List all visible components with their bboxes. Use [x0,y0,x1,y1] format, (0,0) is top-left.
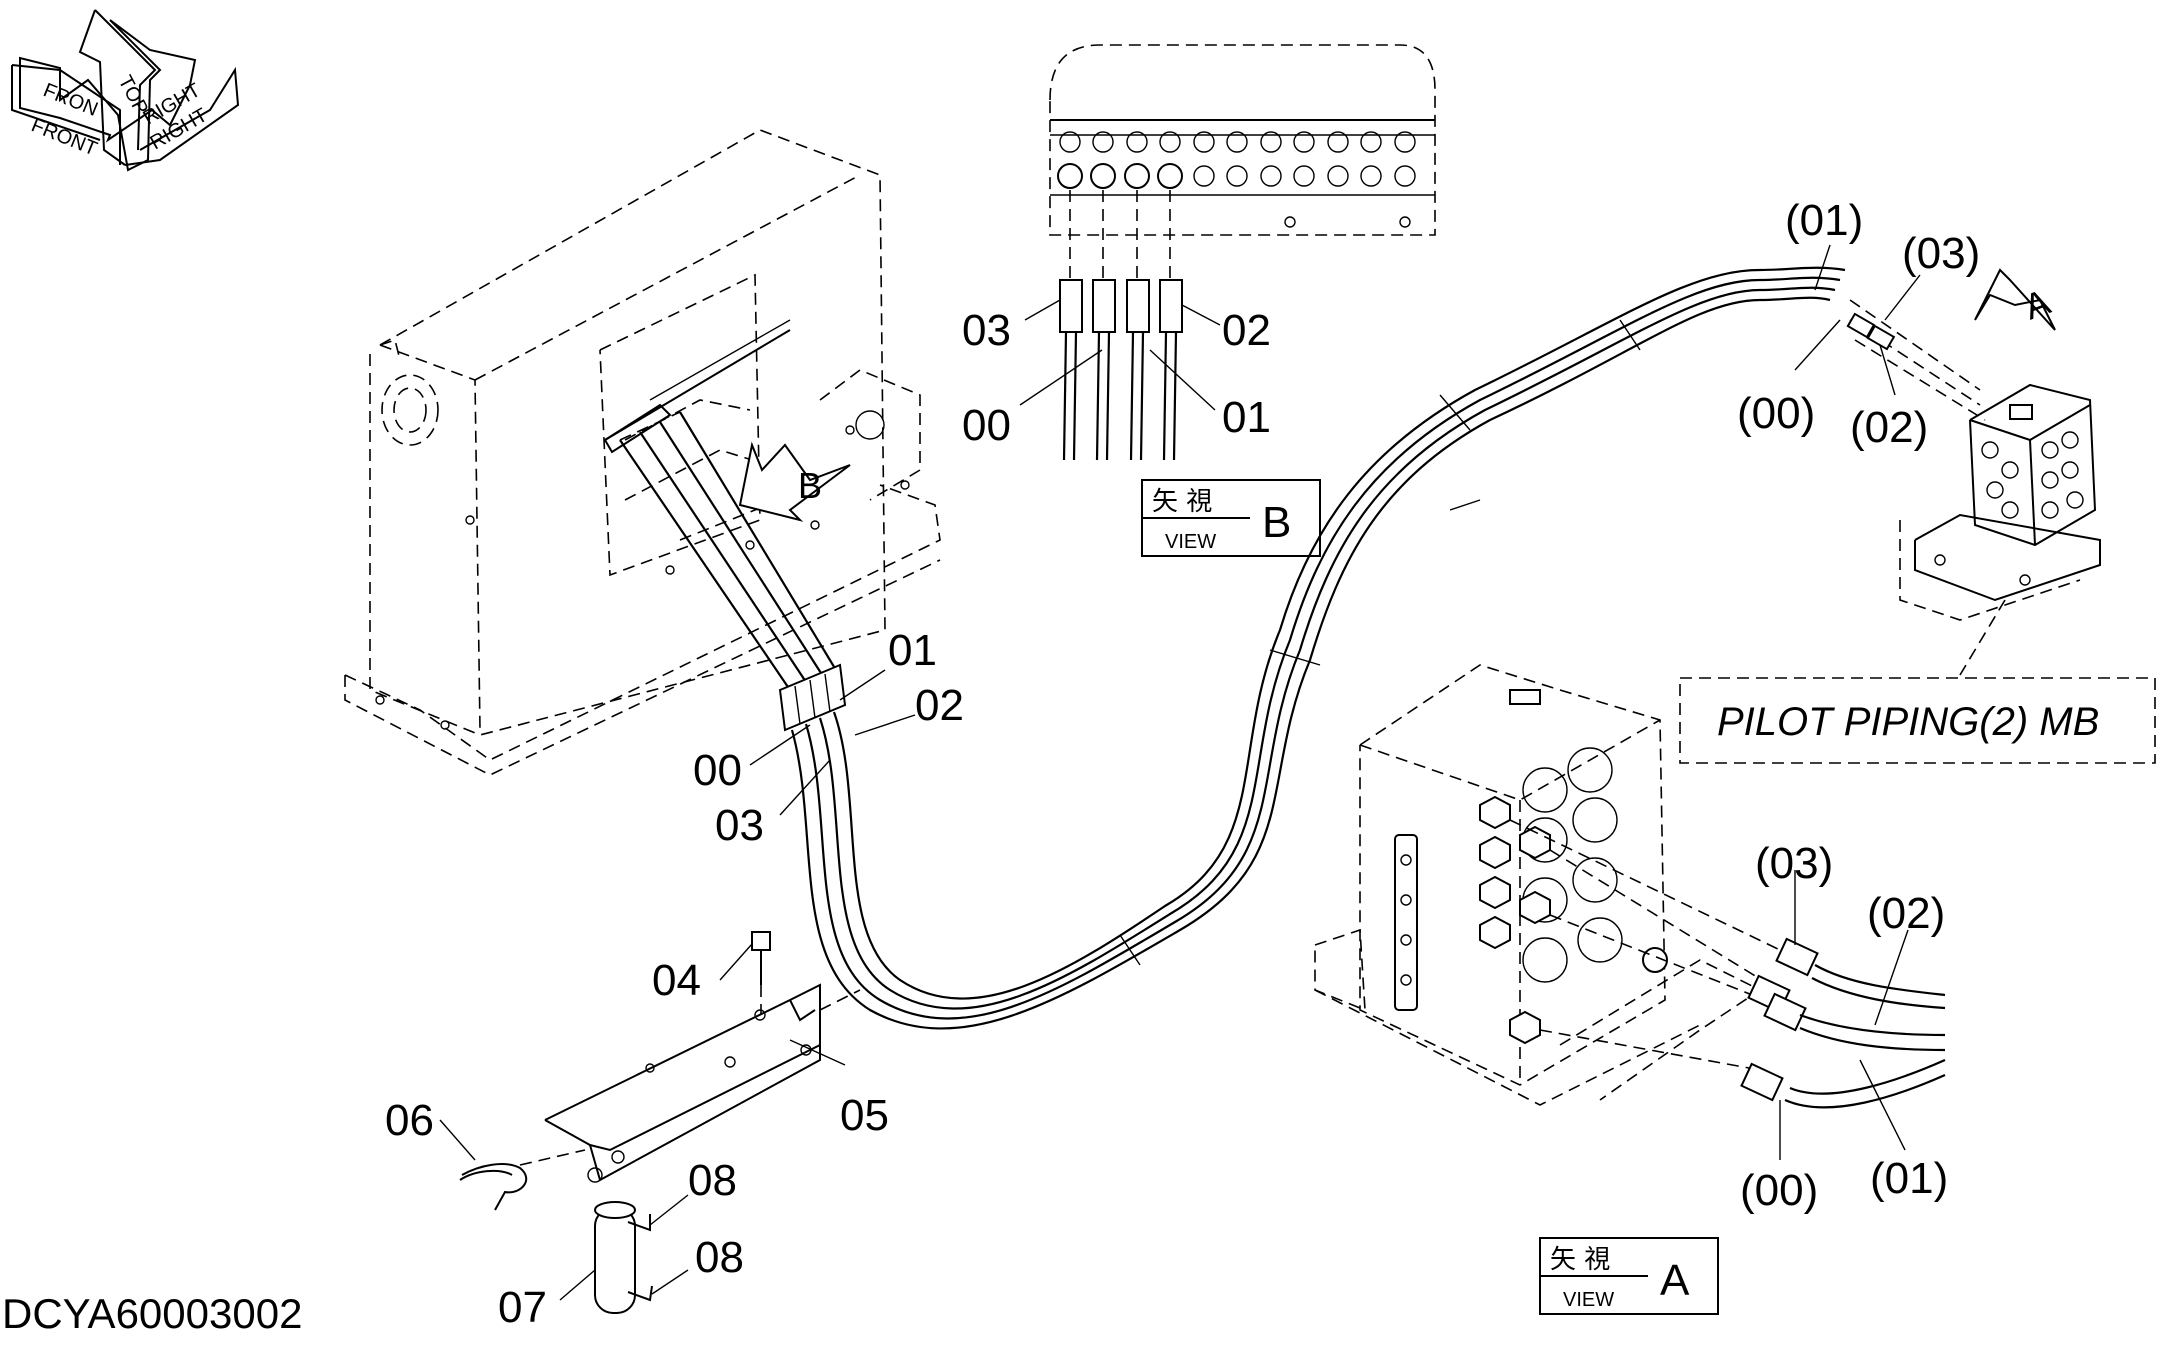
valve-ports-large [1479,747,1668,1045]
drawing-code: DCYA60003002 [2,1290,302,1337]
view-b-arrow-letter: B [798,465,822,506]
callout-top-00: (00) [1737,389,1815,438]
callout-right-02: (02) [1867,889,1945,938]
view-a-kanji: 矢 視 [1550,1245,1610,1275]
view-b-text: VIEW [1165,531,1216,553]
view-b-letter: B [1262,498,1291,547]
pilot-piping-reference: PILOT PIPING(2) MB [1679,677,2156,764]
view-a-letter: A [1660,1256,1690,1305]
bracket-assembly: 04 05 06 07 08 08 [385,931,889,1332]
hose-risers [619,411,843,691]
callout-top-01: (01) [1785,196,1863,245]
view-a-arrow-letter: A [2019,281,2056,328]
pilot-piping-label: PILOT PIPING(2) MB [1717,700,2099,744]
callout-bundle-02: 02 [915,681,964,730]
callout-right-00: (00) [1740,1166,1818,1215]
bundle-connector [778,663,847,732]
callout-04: 04 [652,956,701,1005]
view-b-arrow: B [738,441,851,522]
callout-top-02: (02) [1850,403,1928,452]
view-a-label-box: 矢 視 VIEW A [1539,1237,1719,1315]
callout-top-03: (03) [1902,229,1980,278]
callout-08b: 08 [695,1233,744,1282]
callout-bundle-03: 03 [715,801,764,850]
callout-06: 06 [385,1096,434,1145]
port-row-bottom [1057,163,1416,189]
callout-05: 05 [840,1091,889,1140]
callout-08a: 08 [688,1156,737,1205]
callout-right-03: (03) [1755,839,1833,888]
callout-b-01: 01 [1222,393,1271,442]
view-b-detail: 03 02 00 01 矢 視 VIEW B [962,44,1436,557]
view-a-detail: (03) (02) (00) (01) 矢 視 VIEW A [1314,664,1948,1315]
bundle-callouts: 01 02 00 03 [693,626,964,850]
callout-07: 07 [498,1283,547,1332]
callout-right-01: (01) [1870,1154,1948,1203]
main-hose-bundle [790,266,1846,1030]
callout-b-00: 00 [962,401,1011,450]
callout-bundle-00: 00 [693,746,742,795]
left-housing [344,129,941,776]
callout-bundle-01: 01 [888,626,937,675]
view-a-text: VIEW [1563,1289,1614,1311]
callout-b-03: 03 [962,306,1011,355]
view-b-label-box: 矢 視 VIEW B [1141,479,1321,557]
orientation-indicator: FRON FRONT TOP RIGHT RIGHT [11,9,240,172]
callout-b-02: 02 [1222,306,1271,355]
view-b-kanji: 矢 視 [1152,487,1212,517]
port-row-top [1059,131,1416,153]
valve-ports-small [1934,431,2084,586]
